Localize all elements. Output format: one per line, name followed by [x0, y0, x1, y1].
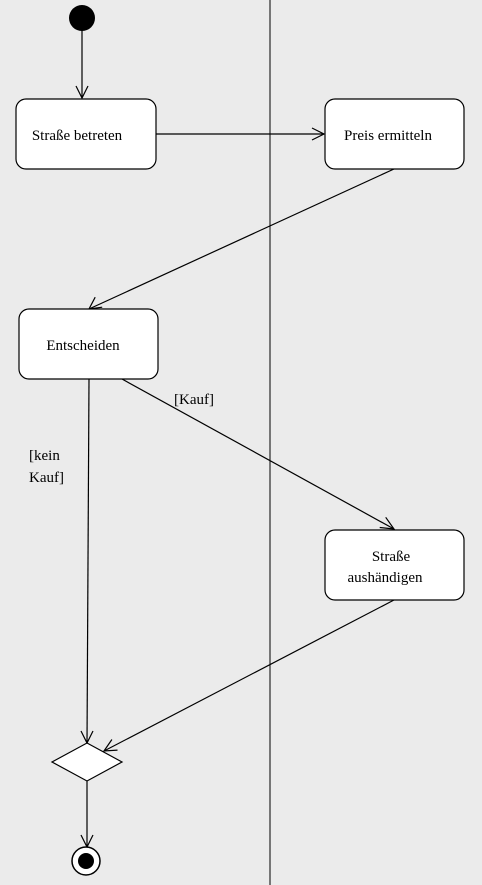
flow-strasse-aushaendigen-to-merge [102, 599, 395, 752]
action-strasse-betreten: Straße betreten [15, 98, 157, 170]
guard-kauf-label: [Kauf] [174, 392, 214, 408]
action-strasse-betreten-label: Straße betreten [32, 128, 123, 144]
flow-start-to-strasse-betreten [75, 30, 89, 100]
action-strasse-aushaendigen-label-line1: Straße [372, 549, 411, 565]
merge-node [50, 742, 124, 782]
guard-kein-kauf-label-line2: Kauf] [29, 470, 64, 486]
action-strasse-aushaendigen-label-line2: aushändigen [348, 570, 423, 586]
action-preis-ermitteln: Preis ermitteln [324, 98, 465, 170]
action-preis-ermitteln-label: Preis ermitteln [344, 128, 432, 144]
flow-entscheiden-to-strasse-aushaendigen [121, 378, 396, 530]
initial-node [69, 5, 95, 31]
final-node [71, 846, 101, 876]
action-strasse-aushaendigen: Straße aushändigen [324, 529, 465, 601]
flow-strasse-betreten-to-preis-ermitteln [156, 127, 326, 141]
action-entscheiden-label: Entscheiden [46, 338, 120, 354]
action-entscheiden: Entscheiden [18, 308, 159, 380]
guard-kein-kauf-label-line1: [kein [29, 448, 60, 464]
